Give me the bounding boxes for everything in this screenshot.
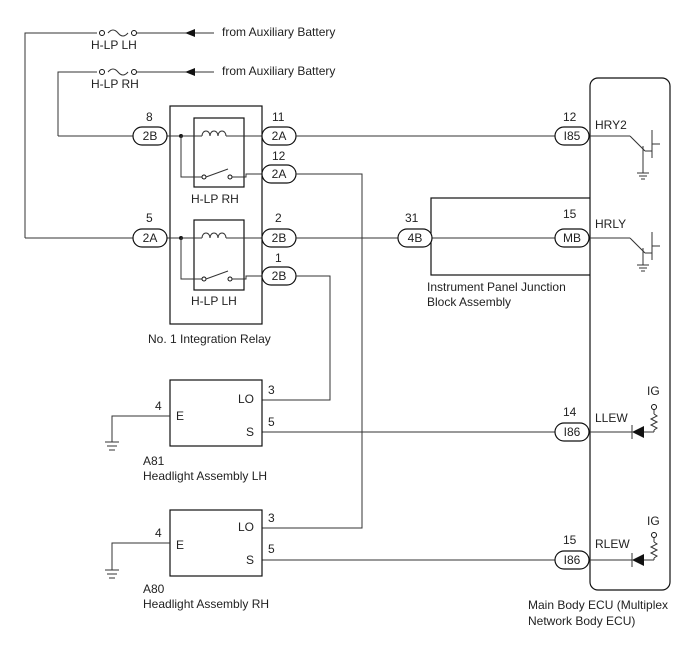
lh-e-label: E	[176, 409, 184, 423]
integration-relay-caption: No. 1 Integration Relay	[148, 332, 271, 346]
connector-2a-pin-11: 2A	[261, 126, 297, 146]
svg-text:2A: 2A	[143, 231, 158, 245]
svg-text:MB: MB	[563, 231, 581, 245]
transistor-icon	[590, 130, 660, 180]
fuse-rh-label: H-LP RH	[91, 77, 139, 91]
pin-number: 12	[272, 149, 286, 163]
pin-number: 15	[563, 533, 577, 547]
connector-2b-pin-8: 2B	[132, 126, 168, 146]
ecu-caption-2: Network Body ECU)	[528, 614, 635, 628]
connector-i85-pin-12: I85	[554, 126, 590, 146]
fuse-lh-label: H-LP LH	[91, 38, 137, 52]
pin-number: 3	[268, 383, 275, 397]
headlight-lh-box	[169, 379, 263, 447]
pin-number: 1	[275, 251, 282, 265]
ground-icon	[105, 415, 170, 451]
pullup-diode-icon	[590, 532, 659, 567]
pin-number: 3	[268, 511, 275, 525]
relay-lower-label: H-LP LH	[191, 294, 237, 308]
relay-h-lp-rh	[167, 117, 262, 188]
svg-text:2A: 2A	[272, 167, 287, 181]
ecu-terminal-rlew: RLEW	[595, 537, 630, 551]
wire-rh-lo	[262, 173, 363, 529]
rh-e-label: E	[176, 538, 184, 552]
supply-line-lh	[24, 29, 214, 238]
rh-s-label: S	[246, 553, 254, 567]
ig-label-2: IG	[647, 514, 660, 528]
svg-text:I85: I85	[564, 129, 581, 143]
pin-number: 5	[146, 211, 153, 225]
connector-i86-pin-14: I86	[554, 422, 590, 442]
pin-number: 11	[272, 110, 285, 124]
relay-upper-label: H-LP RH	[191, 192, 239, 206]
ecu-terminal-hry2: HRY2	[595, 118, 627, 132]
relay-switch-icon	[205, 168, 229, 178]
connector-2a-pin-12: 2A	[261, 164, 297, 184]
pullup-diode-icon	[590, 404, 659, 439]
junction-block-caption-1: Instrument Panel Junction	[427, 280, 566, 294]
supply-line-rh	[57, 68, 214, 136]
svg-text:I86: I86	[564, 553, 581, 567]
ecu-caption-1: Main Body ECU (Multiplex	[528, 598, 668, 612]
pin-number: 15	[563, 207, 577, 221]
ig-label-1: IG	[647, 384, 660, 398]
headlight-rh-name: Headlight Assembly RH	[143, 597, 269, 611]
pin-number: 5	[268, 542, 275, 556]
lh-s-label: S	[246, 425, 254, 439]
svg-text:2B: 2B	[143, 129, 158, 143]
ecu-terminal-hrly: HRLY	[595, 217, 626, 231]
pin-number: 4	[155, 399, 162, 413]
rh-lo-label: LO	[238, 520, 254, 534]
connector-mb-pin-15: MB	[554, 228, 590, 248]
source-label-1: from Auxiliary Battery	[222, 25, 335, 39]
headlight-rh-box	[169, 509, 263, 577]
relay-coil-icon	[201, 130, 227, 137]
main-body-ecu-box	[589, 77, 671, 591]
connector-2b-pin-2: 2B	[261, 228, 297, 248]
transistor-icon	[590, 232, 660, 272]
fuse-rh-symbol	[107, 68, 129, 76]
pin-number: 2	[275, 211, 282, 225]
wire-lh-lo	[262, 275, 331, 401]
relay-h-lp-lh	[167, 219, 262, 291]
source-label-2: from Auxiliary Battery	[222, 64, 335, 78]
relay-switch-icon	[205, 270, 229, 280]
headlight-lh-name: Headlight Assembly LH	[143, 469, 267, 483]
lh-lo-label: LO	[238, 392, 254, 406]
connector-2b-pin-1: 2B	[261, 266, 297, 286]
pin-number: 4	[155, 526, 162, 540]
connector-4b-pin-31: 4B	[397, 228, 433, 248]
pin-number: 14	[563, 405, 577, 419]
svg-text:I86: I86	[564, 425, 581, 439]
headlight-lh-id: A81	[143, 454, 165, 468]
connector-2a-pin-5: 2A	[132, 228, 168, 248]
fuse-lh-symbol	[107, 29, 129, 37]
pin-number: 12	[563, 110, 577, 124]
pin-number: 31	[405, 211, 419, 225]
headlight-rh-id: A80	[143, 582, 165, 596]
svg-text:2A: 2A	[272, 129, 287, 143]
connector-i86-pin-15: I86	[554, 550, 590, 570]
ecu-terminal-llew: LLEW	[595, 411, 628, 425]
relay-coil-icon	[201, 232, 227, 239]
svg-text:2B: 2B	[272, 231, 287, 245]
ground-icon	[105, 542, 170, 579]
junction-block-caption-2: Block Assembly	[427, 295, 511, 309]
svg-text:4B: 4B	[408, 231, 423, 245]
pin-number: 5	[268, 415, 275, 429]
svg-text:2B: 2B	[272, 269, 287, 283]
pin-number: 8	[146, 110, 153, 124]
